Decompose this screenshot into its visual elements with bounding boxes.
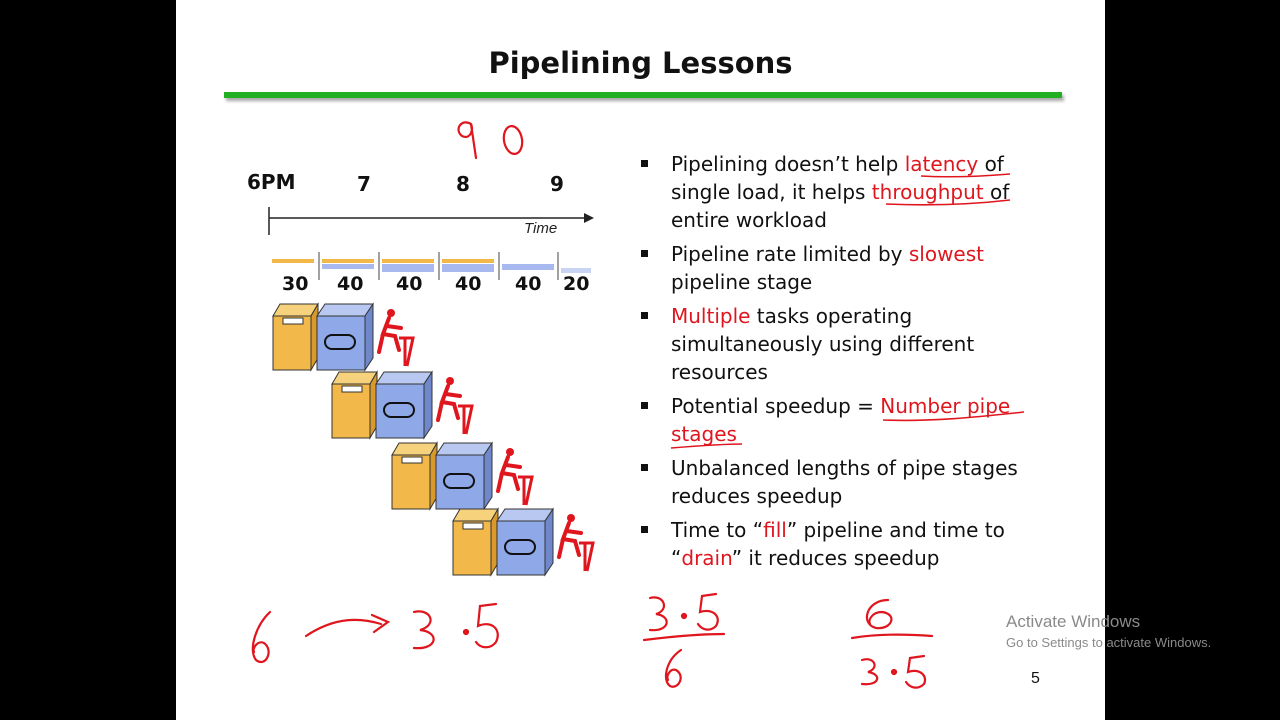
handwritten-nine bbox=[457, 121, 478, 160]
handwritten-five bbox=[474, 602, 499, 649]
bullet-text-segment: ” it reduces speedup bbox=[731, 546, 940, 570]
slide: Pipelining Lessons 6PM 7 8 9 Time 30 40 … bbox=[176, 0, 1105, 720]
bullet-text-segment: Time to “ bbox=[671, 518, 764, 542]
stage-duration-label: 40 bbox=[515, 273, 542, 295]
bullet-item: Pipeline rate limited by slowest pipelin… bbox=[638, 240, 1058, 296]
fraction2-five bbox=[904, 654, 927, 689]
bullet-text: Potential speedup = Number pipe stages bbox=[671, 394, 1010, 446]
washer-icon bbox=[391, 441, 438, 511]
timeline-hour-label: 9 bbox=[550, 172, 564, 196]
timeline-hour-label: 8 bbox=[456, 172, 470, 196]
bullet-item: Potential speedup = Number pipe stages bbox=[638, 392, 1058, 448]
folding-person-icon bbox=[557, 514, 595, 572]
bullet-text-segment: of entire workload bbox=[671, 180, 1010, 232]
stage-duration-label: 40 bbox=[396, 273, 423, 295]
bullet-text: Unbalanced lengths of pipe stages reduce… bbox=[671, 456, 1018, 508]
handwritten-decimal bbox=[462, 628, 470, 636]
laundry-load-4 bbox=[452, 507, 595, 577]
folding-person-icon bbox=[436, 377, 474, 435]
highlighted-term: fill bbox=[763, 518, 787, 542]
bullet-square-icon bbox=[641, 250, 648, 257]
timeline-hour-label: 6PM bbox=[247, 170, 296, 194]
bullet-square-icon bbox=[641, 402, 648, 409]
washer-icon bbox=[272, 302, 319, 372]
timeline-hour-label: 7 bbox=[357, 172, 371, 196]
dryer-icon bbox=[496, 507, 554, 577]
activation-watermark-title: Activate Windows bbox=[1006, 612, 1141, 631]
handwritten-arrow-head bbox=[370, 613, 391, 634]
bullet-item: Multiple tasks operating simultaneously … bbox=[638, 302, 1058, 386]
fraction2-three bbox=[860, 658, 879, 686]
fraction1-bar bbox=[642, 632, 726, 642]
highlighted-term: drain bbox=[681, 546, 732, 570]
laundry-diagram bbox=[251, 121, 1025, 689]
page-number: 5 bbox=[1031, 670, 1040, 687]
bullet-square-icon bbox=[641, 464, 648, 471]
bullet-text-segment: Unbalanced lengths of pipe stages reduce… bbox=[671, 456, 1018, 508]
dryer-icon bbox=[316, 302, 374, 372]
highlighted-term: slowest bbox=[908, 242, 984, 266]
fraction1-three bbox=[648, 596, 668, 632]
stage-duration-label: 20 bbox=[563, 273, 590, 295]
handwritten-zero bbox=[502, 125, 524, 155]
bullet-text: Pipelining doesn’t help latency of singl… bbox=[671, 152, 1009, 232]
fraction1-six bbox=[664, 648, 683, 688]
highlighted-term: latency bbox=[904, 152, 985, 176]
laundry-load-2 bbox=[331, 370, 474, 440]
laundry-load-3 bbox=[391, 441, 534, 511]
bullet-square-icon bbox=[641, 160, 648, 167]
bullet-text-segment: pipeline stage bbox=[671, 270, 813, 294]
bullet-square-icon bbox=[641, 526, 648, 533]
dryer-icon bbox=[375, 370, 433, 440]
bullet-text-segment: Pipelining doesn’t help bbox=[671, 152, 905, 176]
fraction2-bar bbox=[850, 633, 934, 640]
title-underline-bar bbox=[224, 92, 1062, 98]
folding-person-icon bbox=[377, 309, 415, 367]
handwritten-math bbox=[251, 121, 934, 689]
handwritten-six bbox=[251, 610, 272, 663]
bullet-text-segment: Pipeline rate limited by bbox=[671, 242, 909, 266]
highlighted-term: Multiple bbox=[671, 304, 751, 328]
bullet-text-segment: ” pipeline and time to “ bbox=[671, 518, 1005, 570]
laundry-load-1 bbox=[272, 302, 415, 372]
folding-person-icon bbox=[496, 448, 534, 506]
bullet-text: Pipeline rate limited by slowest pipelin… bbox=[671, 242, 984, 294]
bullet-text-segment: Potential speedup = bbox=[671, 394, 881, 418]
washer-icon bbox=[331, 370, 378, 440]
washer-icon bbox=[452, 507, 499, 577]
bullet-text-segment: tasks operating simultaneously using dif… bbox=[671, 304, 975, 384]
bullet-item: Pipelining doesn’t help latency of singl… bbox=[638, 150, 1058, 234]
handwritten-three bbox=[412, 610, 435, 650]
time-axis-label: Time bbox=[524, 220, 558, 237]
bullet-text: Time to “fill” pipeline and time to “dra… bbox=[671, 518, 1005, 570]
highlighted-term: Number pipe stages bbox=[671, 394, 1011, 446]
red-pen-underlines bbox=[670, 173, 1025, 449]
bullet-item: Unbalanced lengths of pipe stages reduce… bbox=[638, 454, 1058, 510]
activation-watermark-subtitle: Go to Settings to activate Windows. bbox=[1006, 635, 1212, 650]
fraction2-six bbox=[865, 598, 893, 630]
dryer-icon bbox=[435, 441, 493, 511]
handwritten-arrow-shaft bbox=[304, 618, 383, 638]
time-axis-arrowhead bbox=[584, 213, 594, 223]
stage-bars bbox=[272, 252, 591, 280]
bullet-item: Time to “fill” pipeline and time to “dra… bbox=[638, 516, 1058, 572]
bullet-list: Pipelining doesn’t help latency of singl… bbox=[638, 150, 1058, 578]
stage-duration-label: 40 bbox=[455, 273, 482, 295]
slide-title: Pipelining Lessons bbox=[488, 46, 793, 80]
bullet-text-segment: of single load, it helps bbox=[671, 152, 1004, 204]
highlighted-term: throughput bbox=[871, 180, 990, 204]
bullet-text: Multiple tasks operating simultaneously … bbox=[671, 304, 974, 384]
stage-duration-label: 30 bbox=[282, 273, 309, 295]
stage-duration-label: 40 bbox=[337, 273, 364, 295]
bullet-square-icon bbox=[641, 312, 648, 319]
fraction1-five bbox=[696, 592, 719, 631]
